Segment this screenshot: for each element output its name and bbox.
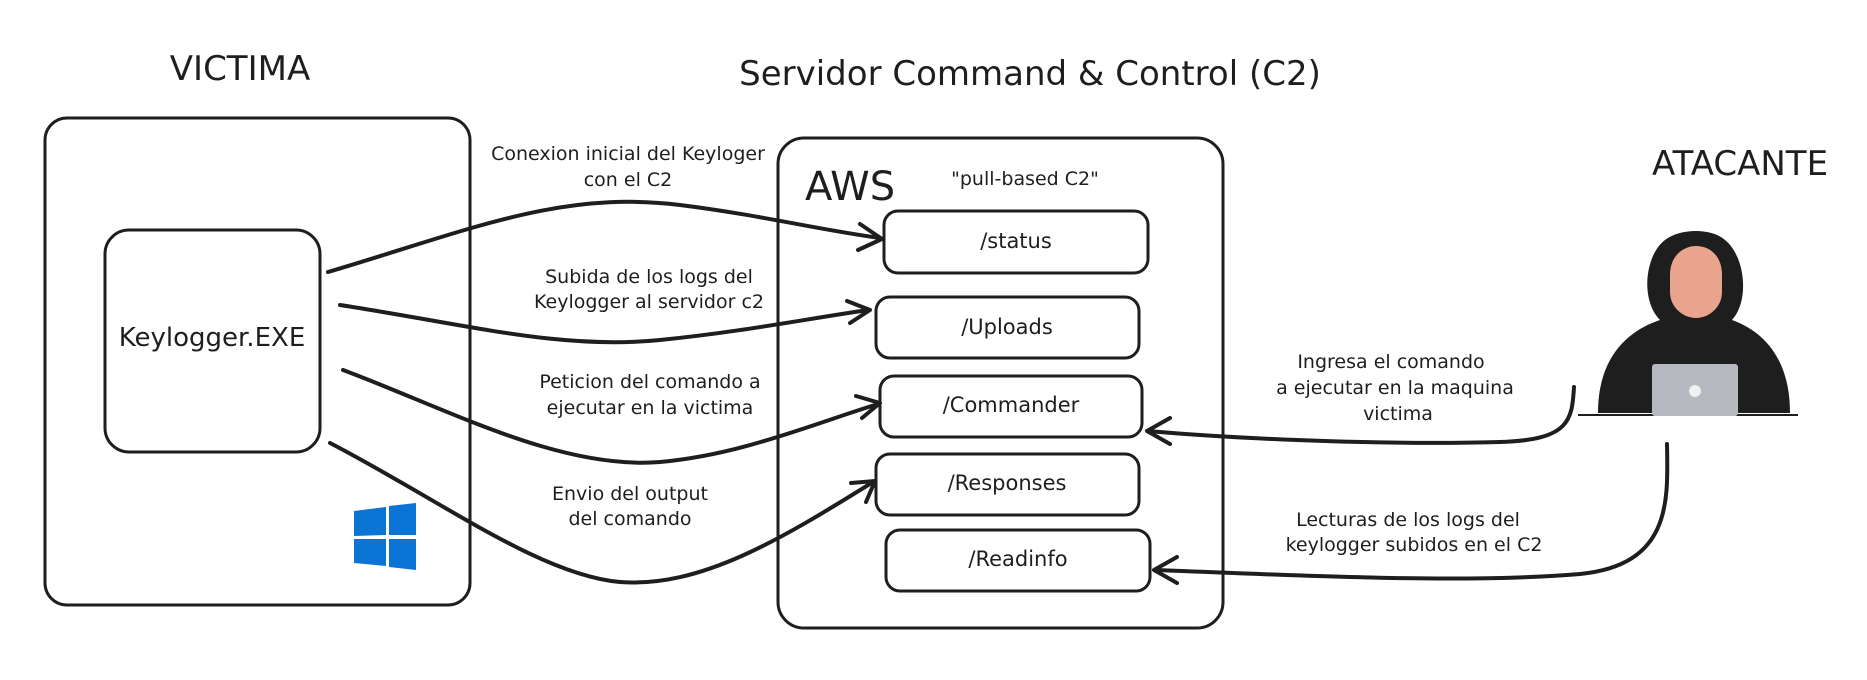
svg-text:con el C2: con el C2 bbox=[584, 169, 673, 191]
svg-text:Subida de los logs del: Subida de los logs del bbox=[545, 266, 753, 288]
label-send: Envio del output del comando bbox=[552, 483, 708, 530]
arrow-read bbox=[1153, 442, 1670, 581]
endpoint-commander: /Commander bbox=[878, 374, 1144, 439]
arrow-connect-head bbox=[856, 222, 884, 252]
svg-text:Lecturas de los logs del: Lecturas de los logs del bbox=[1296, 509, 1520, 531]
svg-text:/Uploads: /Uploads bbox=[961, 315, 1053, 339]
server-title: Servidor Command & Control (C2) bbox=[739, 54, 1321, 94]
arrow-send bbox=[328, 441, 875, 585]
svg-text:Peticion del comando a: Peticion del comando a bbox=[539, 371, 760, 393]
label-upload: Subida de los logs del Keylogger al serv… bbox=[534, 266, 764, 313]
svg-text:victima: victima bbox=[1363, 403, 1433, 425]
svg-text:Keylogger al servidor c2: Keylogger al servidor c2 bbox=[534, 291, 764, 313]
svg-text:/Readinfo: /Readinfo bbox=[968, 547, 1067, 571]
endpoint-responses: /Responses bbox=[874, 452, 1141, 517]
svg-text:keylogger subidos en el C2: keylogger subidos en el C2 bbox=[1286, 534, 1543, 556]
hooded-hacker-laptop-icon bbox=[1578, 231, 1798, 416]
arrow-send-head bbox=[849, 479, 877, 504]
svg-text:/Responses: /Responses bbox=[948, 471, 1067, 495]
endpoint-status: /status bbox=[882, 209, 1150, 275]
victim-machine-box bbox=[43, 116, 472, 607]
arrow-request bbox=[341, 368, 880, 465]
arrow-read-head bbox=[1152, 555, 1179, 585]
attacker-title: ATACANTE bbox=[1652, 144, 1828, 184]
svg-text:Conexion inicial del Keyloger: Conexion inicial del Keyloger bbox=[491, 143, 765, 165]
endpoint-readinfo: /Readinfo bbox=[884, 528, 1152, 593]
svg-text:/Commander: /Commander bbox=[943, 393, 1080, 417]
endpoint-uploads: /Uploads bbox=[874, 295, 1141, 360]
arrow-request-head bbox=[854, 394, 882, 420]
aws-label: AWS bbox=[805, 164, 895, 210]
svg-text:Ingresa el comando: Ingresa el comando bbox=[1297, 351, 1484, 373]
svg-text:ejecutar en la victima: ejecutar en la victima bbox=[547, 397, 754, 419]
arrow-connect bbox=[326, 199, 882, 274]
label-request: Peticion del comando a ejecutar en la vi… bbox=[539, 371, 760, 419]
arrow-upload bbox=[338, 303, 870, 345]
svg-text:del comando: del comando bbox=[568, 508, 691, 530]
svg-text:Envio del output: Envio del output bbox=[552, 483, 708, 505]
label-read: Lecturas de los logs del keylogger subid… bbox=[1286, 509, 1543, 556]
keylogger-label: Keylogger.EXE bbox=[119, 323, 306, 353]
arrow-upload-head bbox=[845, 299, 872, 325]
arrow-command bbox=[1146, 385, 1576, 445]
windows-logo-icon bbox=[354, 503, 416, 570]
svg-text:/status: /status bbox=[980, 229, 1052, 253]
label-connect: Conexion inicial del Keyloger con el C2 bbox=[491, 143, 765, 191]
victim-title: VICTIMA bbox=[170, 49, 310, 89]
label-command: Ingresa el comando a ejecutar en la maqu… bbox=[1276, 351, 1514, 425]
keylogger-box bbox=[103, 228, 322, 454]
pull-based-note: "pull-based C2" bbox=[951, 168, 1099, 190]
arrow-command-head bbox=[1145, 416, 1172, 446]
svg-text:a ejecutar en la maquina: a ejecutar en la maquina bbox=[1276, 377, 1514, 399]
server-box bbox=[776, 136, 1225, 630]
